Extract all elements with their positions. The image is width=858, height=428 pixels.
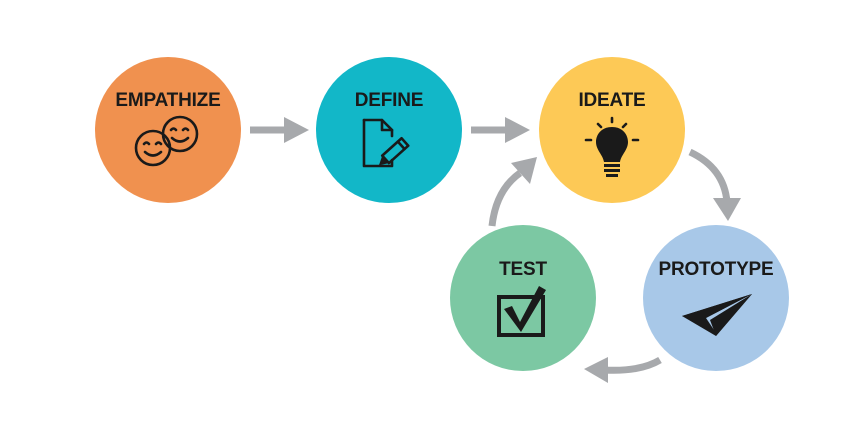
checkbox-icon	[497, 286, 546, 337]
arrow-empathize-to-define	[250, 117, 309, 143]
document-pencil-icon	[362, 118, 410, 168]
stage-empathize: EMPATHIZE	[95, 57, 241, 203]
stage-test: TEST	[450, 225, 596, 371]
lightbulb-icon	[584, 116, 640, 177]
arrow-prototype-to-test	[584, 356, 662, 383]
stage-ideate: IDEATE	[539, 57, 685, 203]
stage-label-test: TEST	[499, 259, 547, 280]
paper-plane-icon	[682, 294, 752, 336]
smiling-faces-icon	[134, 115, 199, 167]
stage-circle-prototype	[643, 225, 789, 371]
stage-define: DEFINE	[316, 57, 462, 203]
stage-circle-empathize	[95, 57, 241, 203]
stage-label-empathize: EMPATHIZE	[115, 90, 220, 111]
stage-label-prototype: PROTOTYPE	[658, 259, 773, 280]
arrow-test-to-ideate	[488, 157, 537, 227]
stage-label-define: DEFINE	[355, 90, 423, 111]
arrow-define-to-ideate	[471, 117, 530, 143]
stage-prototype: PROTOTYPE	[643, 225, 789, 371]
stage-label-ideate: IDEATE	[578, 90, 645, 111]
arrow-ideate-to-prototype	[688, 148, 741, 221]
